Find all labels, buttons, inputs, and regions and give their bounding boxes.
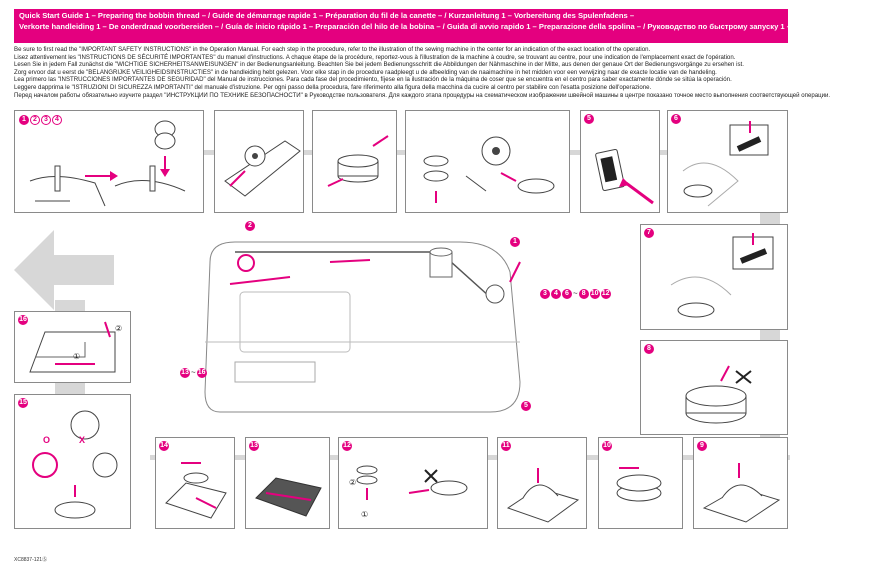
step-11-panel: 11 — [497, 437, 587, 529]
step-1-4-panel: 1 2 3 4 — [14, 110, 204, 213]
step-13-badge: 13 — [249, 441, 259, 451]
callout-5: 5 — [521, 401, 531, 411]
step-number: 4 — [52, 115, 62, 125]
step-5-badge: 5 — [584, 114, 594, 124]
callout-num: 10 — [589, 289, 600, 299]
step-6-panel: 6 — [667, 110, 788, 213]
intro-ru: Перед началом работы обязательно изучите… — [14, 91, 831, 99]
step-6-badge: 6 — [671, 114, 681, 124]
callout-2: 2 — [245, 221, 255, 231]
flow-bar-top — [14, 150, 788, 155]
step-number: 12 — [342, 441, 352, 451]
step-number: 3 — [41, 115, 51, 125]
safety-intro: Be sure to first read the "IMPORTANT SAF… — [14, 46, 831, 99]
callout-num: 13 — [180, 368, 190, 378]
range-sep: ~ — [191, 368, 196, 377]
step-13-panel: 13 — [245, 437, 330, 529]
sub-step-1: ① — [73, 352, 81, 361]
step-10-badge: 10 — [602, 441, 612, 451]
callout-num: 4 — [551, 289, 561, 299]
document-code: XC8837-121Ⓢ — [14, 557, 48, 563]
step-16-badge: 16 — [18, 315, 28, 325]
step-11-badge: 11 — [501, 441, 511, 451]
step-1-4-badges: 1 2 3 4 — [19, 115, 62, 125]
step-number: 1 — [19, 115, 29, 125]
step-12-panel: 12 ② ① — [338, 437, 488, 529]
step-number: 16 — [18, 315, 28, 325]
step-7-panel: 7 — [640, 224, 788, 330]
sub-step-1: ① — [361, 510, 369, 519]
intro-nl: Zorg ervoor dat u eerst de "BELANGRIJKE … — [14, 68, 717, 76]
step-number: 5 — [584, 114, 594, 124]
step-8-badge: 8 — [644, 344, 654, 354]
step-number: 13 — [249, 441, 259, 451]
step-number: 6 — [671, 114, 681, 124]
callout-num: 6 — [562, 289, 572, 299]
callout-1: 1 — [510, 237, 520, 247]
intro-it: Leggere dapprima le "ISTRUZIONI DI SICUR… — [14, 83, 652, 91]
intro-es: Lea primero las "INSTRUCCIONES IMPORTANT… — [14, 76, 732, 84]
step-10-panel: 10 — [598, 437, 683, 529]
bobbin-winder-panel-c — [405, 110, 570, 213]
callout-range-a: 3 4 6 ~ 8 10 12 — [540, 289, 611, 299]
wrong-mark: X — [79, 435, 86, 445]
correct-mark: O — [43, 435, 51, 445]
sewing-machine-diagram — [204, 241, 521, 413]
step-12-badge: 12 — [342, 441, 352, 451]
step-15-badge: 15 — [18, 398, 28, 408]
step-15-panel: 15 O X — [14, 394, 131, 529]
step-number: 7 — [644, 228, 654, 238]
title-banner: Quick Start Guide 1 – Preparing the bobb… — [14, 9, 893, 43]
title-line-2: Verkorte handleiding 1 – De onderdraad v… — [19, 21, 893, 31]
bobbin-winder-panel-b — [312, 110, 397, 213]
sub-step-2: ② — [115, 324, 123, 333]
intro-en: Be sure to first read the "IMPORTANT SAF… — [14, 46, 651, 53]
step-7-badge: 7 — [644, 228, 654, 238]
callout-num: 8 — [578, 289, 589, 299]
step-5-panel: 5 — [580, 110, 660, 213]
step-number: 2 — [30, 115, 40, 125]
step-number: 9 — [697, 441, 707, 451]
step-14-panel: 14 — [155, 437, 235, 529]
big-left-arrow-icon — [14, 230, 114, 310]
title-line-1: Quick Start Guide 1 – Preparing the bobb… — [19, 11, 635, 20]
intro-de: Lesen Sie in jedem Fall zunächst die "WI… — [14, 61, 744, 69]
callout-num: 16 — [196, 368, 207, 378]
sub-step-2: ② — [349, 478, 357, 487]
step-number: 8 — [644, 344, 654, 354]
step-9-panel: 9 — [693, 437, 788, 529]
intro-fr: Lisez attentivement les "INSTRUCTIONS DE… — [14, 53, 736, 61]
step-8-panel: 8 — [640, 340, 788, 435]
step-number: 14 — [159, 441, 169, 451]
step-number: 11 — [501, 441, 511, 451]
step-14-badge: 14 — [159, 441, 169, 451]
step-number: 10 — [602, 441, 612, 451]
step-number: 15 — [18, 398, 28, 408]
step-9-badge: 9 — [697, 441, 707, 451]
callout-range-b: 13 ~ 16 — [180, 368, 207, 378]
range-sep: ~ — [573, 289, 578, 298]
bobbin-winder-panel-a — [214, 110, 304, 213]
step-16-panel: 16 ① ② — [14, 311, 131, 383]
callout-num: 12 — [600, 289, 611, 299]
callout-num: 3 — [540, 289, 550, 299]
